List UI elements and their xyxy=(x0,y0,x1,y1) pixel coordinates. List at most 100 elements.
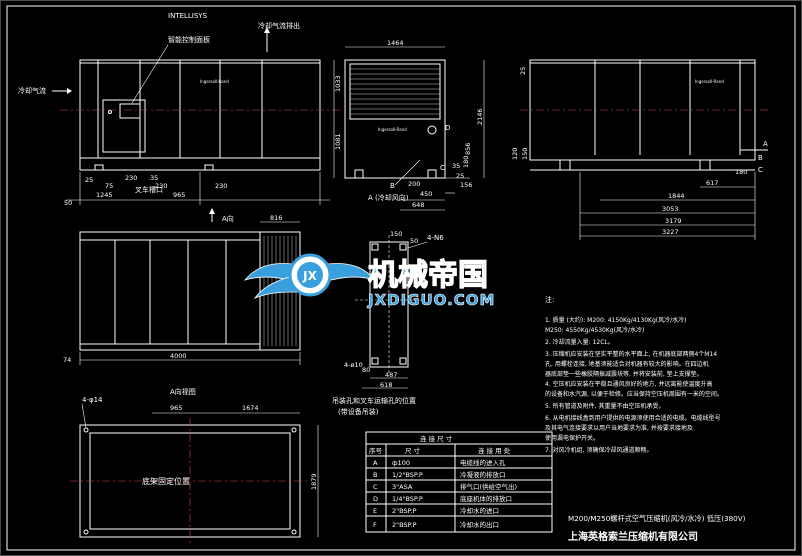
dim-side-180: 180 xyxy=(462,156,470,168)
note-line: 及其电气连接要求以用户当地要求为准, 并按要求接地及 xyxy=(545,424,693,432)
watermark: JX 机械帝国 JXDIGUO.COM xyxy=(243,253,495,309)
dim-side-1081: 1081 xyxy=(334,133,342,150)
note-line: 使用漏电保护开关。 xyxy=(545,434,599,442)
brand-mark: Ingersoll-Rand xyxy=(200,79,229,84)
base-view: A向视图 底架固定位置 4-φ14 965 1674 1879 xyxy=(70,387,319,545)
dim-right-3179: 3179 xyxy=(665,217,682,225)
label-cooling-inlet: 冷却气流 xyxy=(18,86,46,95)
dim-right-25: 25 xyxy=(519,67,527,75)
note-line: 6. 从电机接线盒到用户提供的电源须使用合适的电缆。电缆线型号 xyxy=(545,414,721,422)
note-line: 2. 冷却流量入量: 12CL。 xyxy=(545,338,614,346)
dim-base-1879: 1879 xyxy=(310,473,318,490)
title-company: 上海英格索兰压缩机有限公司 xyxy=(568,530,698,543)
label-intellisys: INTELLISYS xyxy=(168,12,208,20)
note-line: 5. 所有管道及附件, 其重量不由空压机承受。 xyxy=(545,402,664,410)
table-cell: 1/4"BSP.P xyxy=(392,495,423,503)
dim-front-230a: 230 xyxy=(155,182,167,190)
label-view-direction-a: A向 xyxy=(222,214,234,223)
dim-front-1245: 1245 xyxy=(96,191,113,199)
dim-front-75: 75 xyxy=(105,182,113,190)
dim-side-200: 200 xyxy=(408,180,420,188)
note-line: M250: 4550Kg/4530Kg(风冷/水冷) xyxy=(545,326,644,334)
table-cell: ф100 xyxy=(392,459,410,467)
table-cell: 2"BSP.P xyxy=(392,521,417,529)
table-cell: A xyxy=(373,459,378,467)
label-hole-4n6: 4-N6 xyxy=(427,234,444,242)
dim-top-816: 816 xyxy=(270,214,282,222)
dim-front-35: 35 xyxy=(150,174,158,182)
right-view: Ingersoll-Rand 25 120 150 3053 3179 3227… xyxy=(511,59,770,240)
note-line: 1. 质量 (大约): M200: 4150Kg/4130Kg(风冷/水冷) xyxy=(545,316,686,324)
callout-a-side: A (冷却风向) xyxy=(368,193,409,202)
table-cell: 冷却水的出口 xyxy=(460,520,499,529)
dim-mid-80: 80 xyxy=(362,366,370,374)
dim-mid-487: 487 xyxy=(385,371,397,379)
dim-mid-150: 150 xyxy=(390,230,402,238)
dim-side-648: 648 xyxy=(412,201,424,209)
table-cell: 排气口(供给空气出) xyxy=(460,482,517,491)
dim-top-74: 74 xyxy=(63,356,71,364)
table-title: 连 接 尺 寸 xyxy=(420,434,453,443)
table-cell: B xyxy=(373,471,377,479)
note-line: 3. 压缩机应安装在坚实平整的水平面上, 在机器底部两侧4个M14 xyxy=(545,350,717,358)
dim-base-1674: 1674 xyxy=(242,404,259,412)
table-cell: D xyxy=(373,495,378,503)
label-hole-4phi14: 4-φ14 xyxy=(82,396,103,404)
note-line: 4. 空压机应安装在平稳且通风良好的地方, 并远离能使温度升高 xyxy=(545,380,712,388)
dim-side-25: 25 xyxy=(456,172,464,180)
callout-d-side: D xyxy=(445,124,450,132)
notes: 注: 1. 质量 (大约): M200: 4150Kg/4130Kg(风冷/水冷… xyxy=(545,295,723,454)
dim-mid-50: 50 xyxy=(410,237,418,245)
front-view: Ingersoll-Rand 1245 965 230 230 230 50 7… xyxy=(18,12,340,223)
note-line: 孔, 用螺栓连接, 地基须能适合对机器有较大的影响。在四边机 xyxy=(545,360,709,368)
dim-right-150: 150 xyxy=(521,148,529,160)
table-header-size: 尺 寸 xyxy=(405,446,421,455)
dim-right-3227: 3227 xyxy=(662,228,679,236)
watermark-title: 机械帝国 xyxy=(368,258,488,293)
side-view: Ingersoll-Rand 1464 1033 1081 2146 180 2… xyxy=(333,39,485,211)
table-cell: C xyxy=(373,483,378,491)
dim-front-230c: 230 xyxy=(125,174,137,182)
callout-b-right: B xyxy=(758,154,763,162)
note-line: 7. 对风冷机组, 须确保冷却风通道顺畅。 xyxy=(545,446,652,454)
dim-side-450: 450 xyxy=(420,190,432,198)
lifting-view: 50 150 487 618 80 4-ø10 4-N6 吊装孔和叉车运输孔的位… xyxy=(332,230,444,416)
dim-top-4000: 4000 xyxy=(170,352,187,360)
connection-table: 连 接 尺 寸 序号 尺 寸 连 接 用 处 A ф100 电缆线的进入孔 B … xyxy=(365,431,553,533)
title-model: M200/M250螺杆式空气压缩机(风冷/水冷) 低压(380V) xyxy=(568,514,746,523)
brand-mark-side: Ingersoll-Rand xyxy=(378,127,407,132)
dim-front-25: 25 xyxy=(85,176,93,184)
drawing-border xyxy=(6,5,796,551)
label-base-position: 底架固定位置 xyxy=(142,476,190,486)
label-lifting-note-2: (带设备吊装) xyxy=(338,407,379,416)
dim-side-35: 35 xyxy=(452,162,460,170)
table-cell: F xyxy=(373,521,377,529)
dim-mid-hole: 4-ø10 xyxy=(344,361,363,369)
label-cooling-outlet: 冷却气流排出 xyxy=(258,21,300,30)
dim-base-965: 965 xyxy=(170,404,182,412)
table-cell: 电缆线的进入孔 xyxy=(460,458,506,467)
label-control-panel: 智能控制面板 xyxy=(168,35,210,44)
callout-c-right: C xyxy=(758,166,763,174)
label-lifting-note-1: 吊装孔和叉车运输孔的位置 xyxy=(332,396,416,405)
dim-right-1844: 1844 xyxy=(668,192,685,200)
note-line: 器底部垫一些橡胶隔振减震块等, 并将安装前, 垫上支撑垫。 xyxy=(545,370,703,378)
table-cell: 底座机体的排放口 xyxy=(460,494,512,503)
table-cell: 1/2"BSP.P xyxy=(392,471,423,479)
dim-right-3053: 3053 xyxy=(662,205,679,213)
watermark-badge: JX xyxy=(302,269,317,283)
watermark-subtitle: JXDIGUO.COM xyxy=(367,291,495,309)
label-forklift-slot: 叉车槽口 xyxy=(135,185,163,194)
note-line: 的设备和水汽源, 以便于检修。应当保持空压机周围有一米的空间。 xyxy=(545,390,723,398)
label-view-a-title: A向视图 xyxy=(170,387,196,396)
callout-b-side: B xyxy=(390,182,395,190)
dim-front-965: 965 xyxy=(173,191,185,199)
table-header-index: 序号 xyxy=(369,446,383,455)
dim-right-180: 180 xyxy=(735,168,747,176)
callout-a-right: A xyxy=(763,140,768,148)
callout-c-side: C xyxy=(440,164,445,172)
dim-front-230b: 230 xyxy=(215,182,227,190)
dim-right-120: 120 xyxy=(511,148,519,160)
